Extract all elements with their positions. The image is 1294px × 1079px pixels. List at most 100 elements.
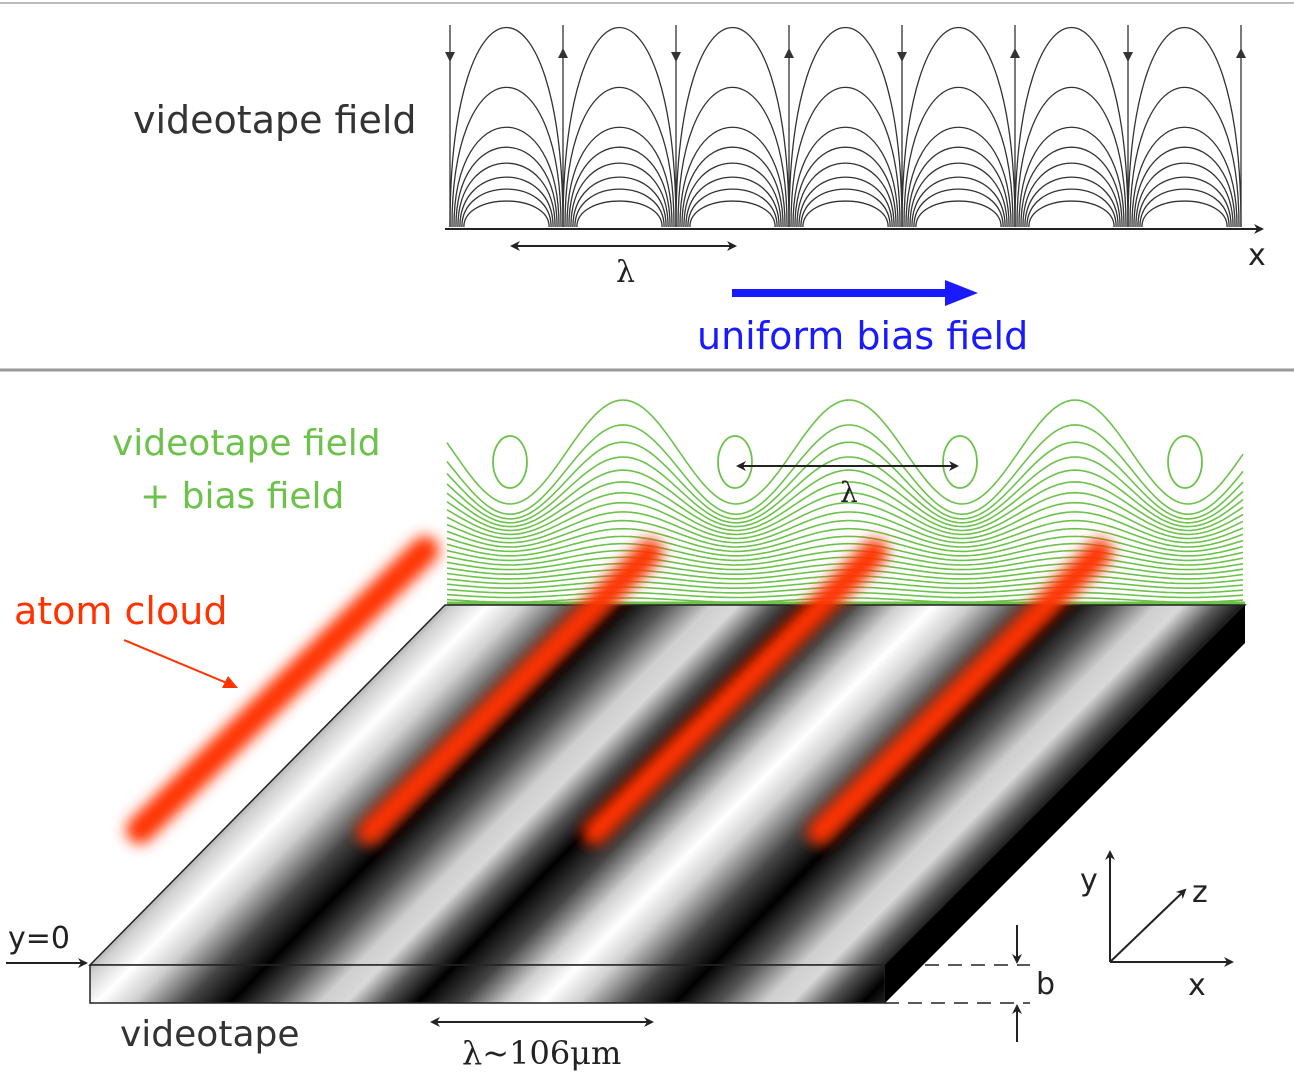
combined-field-contour — [446, 481, 1244, 532]
y0-label: y=0 — [8, 921, 70, 956]
field-arch — [677, 86, 788, 228]
field-arch — [461, 188, 552, 228]
atom-cloud-pointer — [123, 639, 235, 687]
combined-field-contour — [446, 527, 1244, 553]
field-arch — [1141, 200, 1228, 228]
combined-field-contour — [446, 519, 1244, 548]
x-axis-label: x — [1248, 238, 1266, 273]
field-arch — [788, 26, 903, 228]
field-arch — [453, 126, 560, 228]
field-arch — [572, 176, 667, 228]
field-arch — [1131, 126, 1238, 228]
field-arch — [907, 146, 1010, 228]
field-direction-arrow — [897, 52, 907, 62]
field-arch — [915, 200, 1002, 228]
combined-field-contour — [446, 491, 1244, 536]
atom-cloud-pointer-head — [222, 676, 238, 688]
field-arch — [455, 146, 558, 228]
field-minimum-loop — [492, 435, 528, 489]
combined-field-contour — [446, 535, 1244, 557]
field-arch — [798, 176, 893, 228]
field-arch — [909, 162, 1008, 228]
field-direction-arrow — [784, 48, 794, 58]
field-arch — [675, 26, 790, 228]
field-arch — [794, 146, 897, 228]
field-arch — [687, 188, 778, 228]
videotape-side-face — [885, 605, 1245, 1003]
field-arch — [796, 162, 895, 228]
combined-field-label-1: videotape field — [112, 423, 381, 464]
combined-field-contour — [446, 456, 1244, 524]
videotape-front-face — [90, 965, 885, 1003]
field-arch — [570, 162, 669, 228]
bias-arrow-head — [945, 280, 978, 306]
combined-field-contour — [446, 556, 1244, 571]
field-arch — [457, 162, 556, 228]
field-arch — [802, 200, 889, 228]
combined-field-contour — [446, 501, 1244, 540]
field-direction-arrow — [1236, 48, 1246, 58]
axis-z-arrow — [1109, 888, 1187, 963]
atom-clouds — [126, 536, 1113, 845]
field-arch — [901, 26, 1016, 228]
uniform-bias-label: uniform bias field — [697, 314, 1028, 358]
field-direction-arrow — [1123, 52, 1133, 62]
combined-field-lines — [446, 399, 1245, 605]
field-arch — [1016, 86, 1127, 228]
combined-field-contour — [446, 511, 1244, 544]
field-arch — [1018, 126, 1125, 228]
field-arch — [566, 126, 673, 228]
field-direction-arrow — [671, 52, 681, 62]
field-arch — [679, 126, 786, 228]
field-arch — [1014, 26, 1129, 228]
period-label: λ~106μm — [462, 1034, 621, 1072]
atom-cloud-1 — [357, 539, 663, 845]
videotape-field-lines — [445, 25, 1246, 228]
videotape-label: videotape — [120, 1014, 300, 1055]
field-arch — [1022, 162, 1121, 228]
field-arch — [913, 188, 1004, 228]
atom-cloud-2 — [582, 539, 888, 845]
field-minimum-loop — [1167, 435, 1203, 489]
field-arch — [1028, 200, 1115, 228]
field-arch — [1129, 86, 1240, 228]
axis-y-label: y — [1080, 863, 1098, 898]
field-arch — [905, 126, 1012, 228]
field-arch — [911, 176, 1006, 228]
field-arch — [459, 176, 554, 228]
field-arch — [800, 188, 891, 228]
field-arch — [1133, 146, 1236, 228]
axis-x-label: x — [1188, 968, 1206, 1003]
field-arch — [568, 146, 671, 228]
field-direction-arrow — [558, 48, 568, 58]
field-arch — [1135, 162, 1234, 228]
field-arch — [685, 176, 780, 228]
field-arch — [689, 200, 776, 228]
field-minimum-loop — [942, 435, 978, 489]
atom-cloud-label: atom cloud — [14, 589, 227, 633]
field-arch — [1020, 146, 1123, 228]
field-arch — [790, 86, 901, 228]
axis-z-label: z — [1192, 875, 1208, 910]
field-arch — [792, 126, 899, 228]
combined-field-contour — [446, 441, 1244, 520]
thickness-label: b — [1036, 967, 1055, 1002]
field-arch — [1026, 188, 1117, 228]
atom-cloud-free — [126, 536, 439, 844]
field-arch — [683, 162, 782, 228]
videotape-field-label: videotape field — [133, 98, 417, 142]
field-arch — [449, 26, 564, 228]
field-arch — [1139, 188, 1230, 228]
lambda-label-top: λ — [616, 255, 635, 290]
combined-field-contour — [446, 424, 1244, 516]
field-arch — [451, 86, 562, 228]
field-direction-arrow — [1010, 48, 1020, 58]
field-arch — [562, 26, 677, 228]
field-arch — [564, 86, 675, 228]
field-arch — [574, 188, 665, 228]
atom-cloud-3 — [807, 539, 1113, 845]
field-arch — [681, 146, 784, 228]
field-arch — [1024, 176, 1119, 228]
